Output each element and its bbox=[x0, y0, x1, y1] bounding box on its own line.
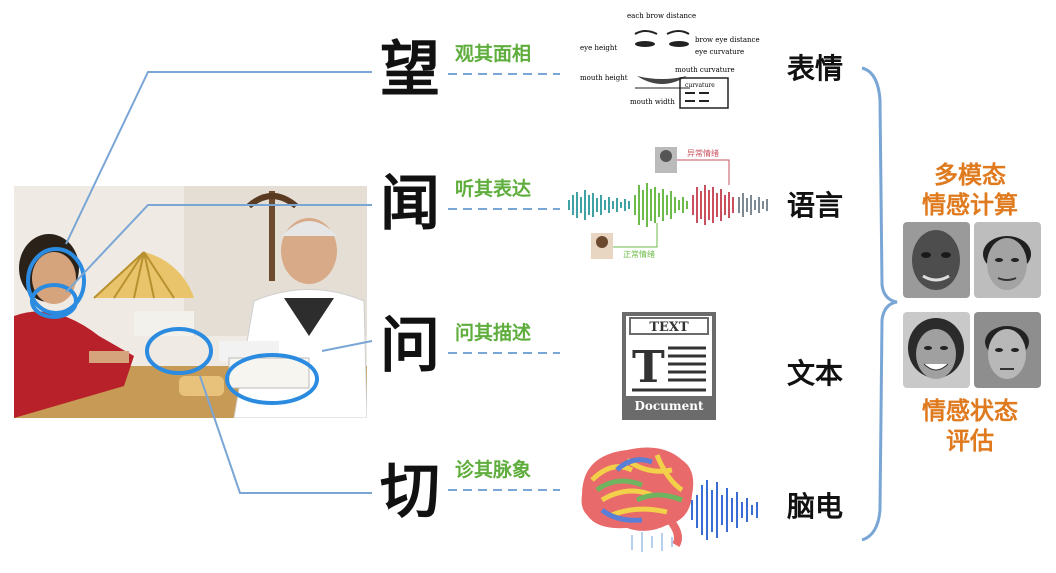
brain-eeg-graphic bbox=[581, 447, 758, 552]
method-label-voice: 听其表达 bbox=[455, 178, 532, 200]
category-expression: 表情 bbox=[787, 52, 844, 85]
consultation-illustration bbox=[14, 186, 367, 418]
label-brow-eye: brow eye distance bbox=[695, 36, 760, 44]
category-language: 语言 bbox=[787, 189, 844, 222]
face-photo-2 bbox=[974, 222, 1041, 298]
char-wang: 望 bbox=[380, 35, 440, 105]
label-mouth-width: mouth width bbox=[630, 98, 675, 106]
char-wen-ask: 问 bbox=[380, 311, 440, 381]
char-qie: 切 bbox=[380, 457, 440, 527]
label-mouth-curv: mouth curvature bbox=[675, 66, 735, 74]
label-each-brow: each brow distance bbox=[627, 12, 696, 20]
face-photo-1 bbox=[903, 222, 970, 298]
waveform-grey bbox=[738, 193, 768, 217]
face-feature-diagram: each brow distance eye height brow eye d… bbox=[580, 12, 760, 109]
method-label-face: 观其面相 bbox=[455, 43, 532, 65]
speech-waveform: 异常情绪 正常情绪 bbox=[568, 147, 768, 259]
label-eye-height: eye height bbox=[580, 44, 617, 52]
eeg-wave bbox=[691, 480, 758, 540]
category-eeg: 脑电 bbox=[787, 490, 844, 523]
method-label-pulse: 诊其脉象 bbox=[455, 459, 532, 481]
text-document-icon: TEXT T Document bbox=[622, 312, 716, 420]
doc-footer-text: Document bbox=[634, 399, 703, 413]
waveform-red bbox=[692, 185, 734, 225]
char-wen-listen: 闻 bbox=[380, 169, 440, 239]
emotion-state-assessment-label: 情感状态 评估 bbox=[922, 397, 1018, 455]
face-photo-3 bbox=[903, 312, 970, 388]
label-mouth-height: mouth height bbox=[580, 74, 628, 82]
doc-header-text: TEXT bbox=[649, 320, 689, 335]
label-normal-emotion: 正常情绪 bbox=[623, 249, 655, 259]
label-abnormal-emotion: 异常情绪 bbox=[687, 148, 719, 158]
multimodal-affective-computing-label: 多模态 情感计算 bbox=[922, 161, 1018, 219]
face-photo-4 bbox=[974, 312, 1041, 388]
consultation-photo bbox=[14, 186, 367, 418]
label-curvature: curvature bbox=[685, 82, 715, 89]
waveform-blue bbox=[568, 190, 630, 220]
category-text: 文本 bbox=[787, 357, 844, 390]
label-eye-curv: eye curvature bbox=[695, 48, 744, 56]
method-label-text: 问其描述 bbox=[455, 322, 532, 344]
waveform-green bbox=[634, 183, 688, 227]
doc-letter: T bbox=[632, 342, 665, 393]
